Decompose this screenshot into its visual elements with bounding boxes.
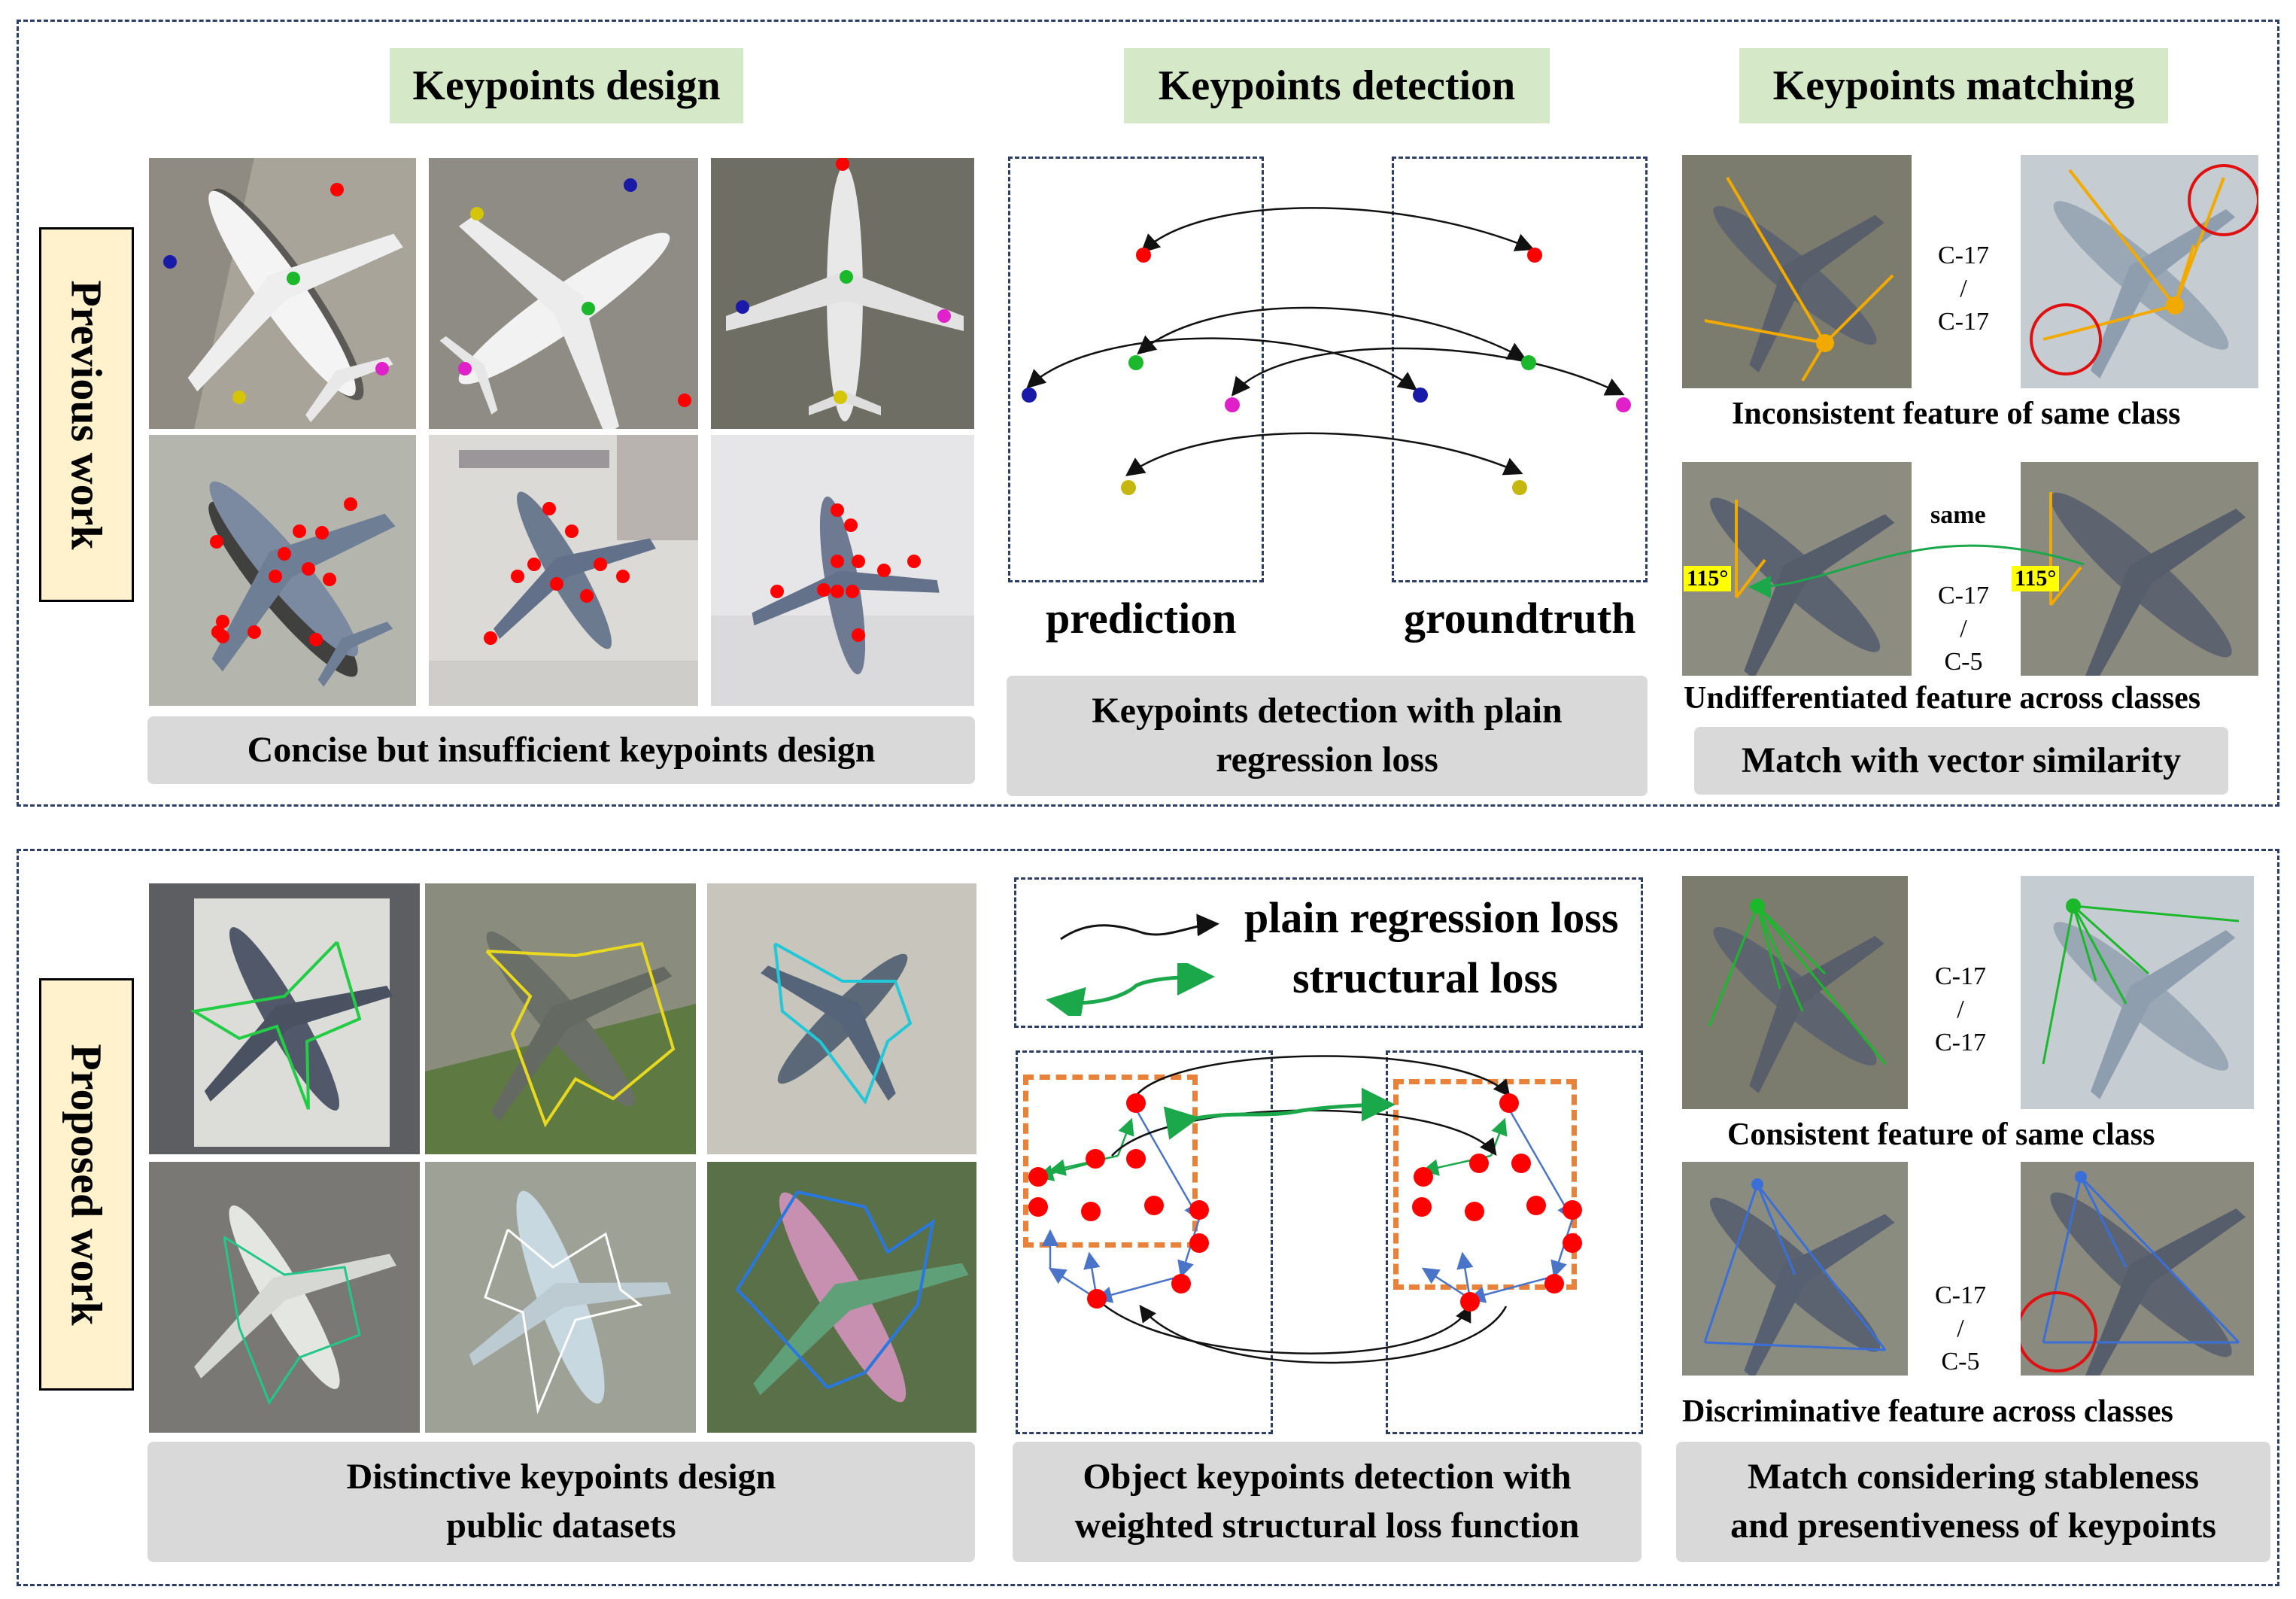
proposed-aircraft-2 [425,883,696,1154]
loss-legend-box [1014,877,1643,1028]
gt-yellow-dot [1512,480,1527,495]
proposed-class-row1: C-17 / C-17 [1923,960,1998,1060]
aircraft-image-2 [429,158,698,429]
detection-caption-bottom: Object keypoints detection with weighted… [1013,1442,1642,1562]
design-caption-top: Concise but insufficient keypoints desig… [147,716,975,784]
prediction-label: prediction [1046,594,1237,643]
class-bottom-text: C-17 [1935,1029,1986,1057]
same-arrow [1748,544,2085,598]
proposed-aircraft-5 [425,1162,696,1433]
angle-badge-left: 115° [1684,566,1732,591]
undifferentiated-caption: Undifferentiated feature across classes [1684,681,2201,716]
pred-green-dot [1128,355,1143,370]
prediction-region-box [1023,1075,1198,1248]
design-caption-bottom-line2: public datasets [446,1506,676,1546]
class-top-text: C-17 [1938,242,1989,269]
design-caption-bottom: Distinctive keypoints design public data… [147,1442,975,1562]
matching-caption-bottom: Match considering stableness and present… [1676,1442,2270,1562]
aircraft-image-1 [149,158,416,429]
legend-structural-arrow [1046,963,1215,1016]
class-bottom-text: C-5 [1941,1348,1980,1376]
proposed-match-c17-a [1682,876,1908,1109]
previous-work-text: Previous work [62,279,111,550]
detection-caption-top: Keypoints detection with plain regressio… [1007,676,1648,796]
match-class-row1-top: C-17 / C-17 [1926,239,2001,339]
proposed-aircraft-1 [149,883,420,1154]
angle-badge-right: 115° [2012,566,2060,591]
proposed-groundtruth-box [1386,1050,1643,1434]
match-image-c5 [2021,462,2258,676]
detection-caption-top-line1: Keypoints detection with plain [1092,691,1563,731]
header-keypoints-matching: Keypoints matching [1739,48,2168,123]
header-keypoints-detection: Keypoints detection [1124,48,1550,123]
class-sep-text: / [1957,996,1964,1024]
proposed-match-c5 [2021,1162,2254,1376]
matching-caption-bottom-line2: and presentiveness of keypoints [1730,1506,2216,1546]
proposed-work-text: Proposed work [62,1043,111,1326]
detection-caption-bottom-line1: Object keypoints detection with [1083,1457,1572,1497]
previous-work-label: Previous work [39,227,134,602]
previous-work-panel [17,20,2279,807]
class-bottom-text: C-5 [1944,648,1983,676]
pred-red-dot [1136,248,1151,263]
match-image-c17-a [1682,155,1912,388]
matching-caption-top: Match with vector similarity [1694,727,2228,795]
proposed-match-c17-c [1682,1162,1908,1376]
gt-red-dot [1527,248,1542,263]
structural-skeleton [1028,1055,1582,1364]
detection-caption-bottom-line2: weighted structural loss function [1074,1506,1580,1546]
aircraft-image-3 [711,158,974,429]
aircraft-image-4 [149,435,416,706]
class-sep-text: / [1960,275,1967,303]
class-top-text: C-17 [1935,962,1986,990]
proposed-work-panel [17,849,2279,1586]
proposed-aircraft-3 [707,883,976,1154]
proposed-match-c17-b [2021,876,2254,1109]
match-class-row2-top: C-17 / C-5 [1926,579,2001,679]
pred-magenta-dot [1225,397,1240,412]
aircraft-image-6 [711,435,974,706]
legend-structural-label: structural loss [1292,953,1558,1002]
aircraft-image-5 [429,435,698,706]
class-top-text: C-17 [1938,582,1989,610]
legend-plain-arrow [1060,913,1219,941]
class-bottom-text: C-17 [1938,308,1989,336]
groundtruth-label: groundtruth [1404,594,1636,643]
legend-plain-label: plain regression loss [1244,893,1619,942]
discriminative-caption: Discriminative feature across classes [1682,1394,2173,1429]
pred-yellow-dot [1121,480,1136,495]
class-sep-text: / [1957,1315,1964,1343]
proposed-prediction-box [1016,1050,1273,1434]
class-top-text: C-17 [1935,1281,1986,1309]
detection-caption-top-line2: regression loss [1216,740,1438,780]
match-image-c17-b [2021,155,2258,388]
detection-arrows-top [1022,207,1631,495]
gt-green-dot [1521,355,1536,370]
matching-caption-bottom-line1: Match considering stableness [1748,1457,2199,1497]
class-sep-text: / [1960,615,1967,643]
same-label: same [1930,501,1986,529]
inconsistent-caption: Inconsistent feature of same class [1732,397,2181,431]
proposed-aircraft-6 [707,1162,976,1433]
consistent-caption: Consistent feature of same class [1727,1117,2155,1152]
proposed-class-row2: C-17 / C-5 [1923,1279,1998,1379]
proposed-work-label: Proposed work [39,978,134,1391]
design-caption-bottom-line1: Distinctive keypoints design [346,1457,776,1497]
header-keypoints-design: Keypoints design [390,48,743,123]
pred-blue-dot [1022,388,1037,403]
gt-blue-dot [1413,388,1428,403]
proposed-aircraft-4 [149,1162,420,1433]
gt-magenta-dot [1616,397,1631,412]
